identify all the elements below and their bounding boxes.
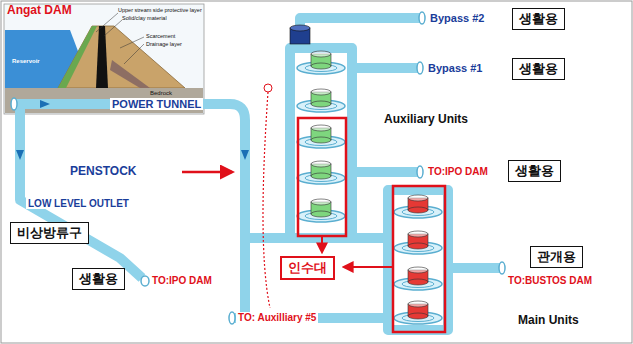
- usage-box: 비상방류구: [10, 222, 89, 244]
- diagram-label: Upper stream side protective layer: [118, 7, 202, 13]
- generator: [290, 25, 310, 44]
- diagram-label: Main Units: [518, 314, 579, 327]
- penstock-branch: [245, 233, 388, 243]
- diagram-label: LOW LEVEL OUTLET: [26, 198, 131, 209]
- low-level-outlet: [20, 104, 142, 278]
- leader-line: [104, 20, 122, 36]
- box-text: 생활용: [515, 162, 554, 180]
- leader-line: [124, 44, 144, 64]
- red-arrow: [321, 236, 323, 252]
- intake-box: 인수대: [280, 256, 335, 280]
- turbine: [394, 301, 442, 324]
- auxiliary-highlight-frame: [298, 118, 346, 236]
- box-text: 관개용: [537, 248, 576, 266]
- outlet: [141, 276, 149, 286]
- clay-core: [96, 26, 108, 88]
- drainage-layer: [110, 60, 150, 88]
- diagram-label: TO:IPO DAM: [152, 275, 212, 286]
- main-manifold: [388, 190, 448, 330]
- outlet: [419, 12, 425, 24]
- diagram-label: Auxiliary Units: [384, 113, 468, 126]
- protective-layer: [58, 26, 97, 88]
- diagram-label: Angat DAM: [7, 4, 72, 17]
- diagram-label: Reservoir: [12, 58, 40, 65]
- box-text: 생활용: [79, 270, 118, 288]
- diagram-label: TO: Auxilliary #5: [236, 312, 318, 323]
- diagram-label: PENSTOCK: [70, 165, 136, 178]
- bustos-pipe: [448, 263, 500, 273]
- diagram-label: Bedrock: [150, 90, 172, 97]
- generator-top: [290, 25, 310, 31]
- power-tunnel-penstock: [14, 104, 388, 318]
- outlet: [499, 262, 505, 274]
- diagram-label: POWER TUNNEL: [110, 98, 203, 110]
- flow-arrow: [241, 150, 249, 160]
- pipe-outlets: [11, 12, 505, 324]
- auxiliary-manifold: [290, 48, 352, 238]
- turbine: [394, 195, 442, 218]
- diagram-label: Bypass #1: [428, 62, 482, 74]
- turbine: [394, 231, 442, 254]
- bypass-2-pipe: [300, 18, 420, 48]
- box-text: 인수대: [288, 259, 327, 277]
- turbine: [297, 199, 345, 222]
- leader-line: [120, 37, 144, 48]
- usage-box: 생활용: [512, 8, 565, 30]
- diagram-label: TO:IPO DAM: [428, 166, 488, 177]
- main-highlight-frame: [393, 186, 445, 332]
- dam-body: [58, 26, 185, 88]
- flow-arrow: [16, 150, 24, 160]
- diagram-label: Scarcement: [146, 33, 175, 39]
- ipo-pipe: [352, 167, 418, 177]
- outlet: [229, 312, 235, 324]
- penstock-pointer: [182, 171, 232, 174]
- turbine: [297, 89, 345, 112]
- usage-box: 생활용: [508, 160, 561, 182]
- turbine: [394, 267, 442, 290]
- usage-box: 관개용: [530, 246, 583, 268]
- turbine: [297, 51, 345, 74]
- turbine: [297, 125, 345, 148]
- box-text: 생활용: [519, 60, 558, 78]
- diagram-label: TO:BUSTOS DAM: [508, 275, 592, 286]
- usage-box: 생활용: [72, 268, 125, 290]
- main-turbines: [394, 195, 442, 324]
- pipes: [14, 18, 500, 330]
- turbine: [297, 161, 345, 184]
- illustration-panel: [4, 4, 204, 114]
- dam-illustration: [4, 4, 204, 114]
- box-text: 비상방류구: [17, 224, 82, 242]
- red-arrow: [344, 266, 393, 268]
- auxiliary-turbines: [297, 51, 345, 222]
- aux5-dotted-line: [263, 92, 270, 308]
- aux5-tap: [264, 84, 272, 92]
- outlet: [11, 98, 17, 110]
- outlet: [417, 62, 423, 74]
- usage-box: 생활용: [512, 58, 565, 80]
- diagram-label: Solid/clay material: [122, 15, 167, 21]
- flow-arrow: [40, 100, 50, 108]
- outlet: [417, 166, 423, 178]
- diagram-label: Drainage layer: [146, 41, 182, 47]
- leader-line: [96, 13, 118, 32]
- diagram-label: Bypass #2: [430, 12, 484, 24]
- box-text: 생활용: [519, 10, 558, 28]
- bypass-1-pipe: [352, 63, 418, 73]
